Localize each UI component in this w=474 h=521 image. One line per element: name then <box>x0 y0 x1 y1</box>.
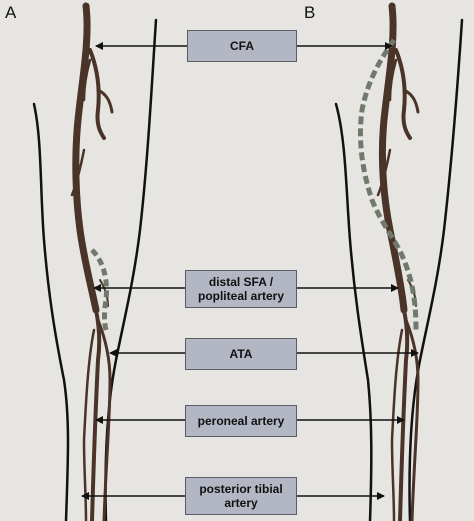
vessel-a-branch-1 <box>96 88 114 114</box>
vessel-b-main-trunk <box>378 2 408 314</box>
vessel-b-branch-1 <box>402 88 420 114</box>
label-cfa: CFA <box>187 30 297 62</box>
label-posterior-tibial-line2: artery <box>224 496 258 510</box>
panel-label-b: B <box>304 3 316 22</box>
label-ata: ATA <box>185 338 297 370</box>
leg-a-left-contour <box>32 102 70 521</box>
panel-label-a: A <box>5 3 17 22</box>
vessel-a-main-trunk <box>72 2 100 314</box>
leg-a-right-contour <box>104 18 158 521</box>
vessel-b-peroneal <box>390 328 404 521</box>
vessel-a-profunda <box>88 48 106 140</box>
leg-outline-b <box>334 18 464 521</box>
dashed-occlusion-a <box>90 248 109 331</box>
label-distal-sfa: distal SFA / popliteal artery <box>185 270 297 308</box>
vessel-a-ata <box>96 318 112 521</box>
leg-b-left-contour <box>334 102 373 521</box>
label-ata-text: ATA <box>229 347 253 361</box>
vessel-b-branch-2 <box>376 148 392 197</box>
vessel-b-branch-3 <box>388 58 398 102</box>
label-distal-sfa-line1: distal SFA / <box>208 275 274 289</box>
vessel-tree-b <box>376 2 420 521</box>
label-peroneal: peroneal artery <box>185 405 297 437</box>
label-cfa-text: CFA <box>230 39 254 53</box>
label-posterior-tibial: posterior tibial artery <box>185 477 297 515</box>
vessel-b-profunda <box>394 48 412 140</box>
dashed-occlusion-b <box>358 38 419 331</box>
label-distal-sfa-line2: popliteal artery <box>197 289 285 303</box>
vessel-a-branch-3 <box>82 58 92 102</box>
leg-b-right-contour <box>408 18 464 521</box>
annotation-arrows <box>81 42 419 500</box>
vessel-b-tibial-trunk <box>398 308 410 521</box>
vessel-a-branch-2 <box>70 148 86 197</box>
vessel-a-tibial-trunk <box>90 308 102 521</box>
label-posterior-tibial-line1: posterior tibial <box>199 482 283 496</box>
label-peroneal-text: peroneal artery <box>197 414 285 428</box>
vessel-b-ata <box>404 318 420 521</box>
